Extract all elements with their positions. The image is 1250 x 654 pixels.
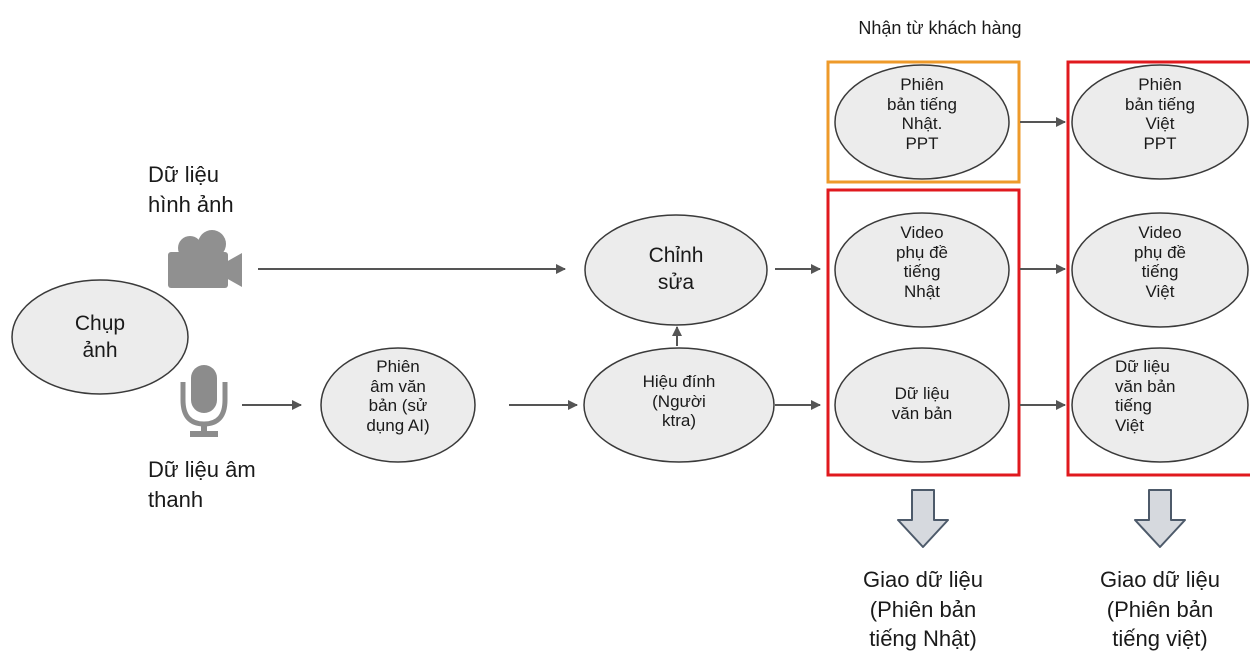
vn-delivery-label: Giao dữ liệu (Phiên bản tiếng việt) <box>1100 567 1220 652</box>
vn-video-label: Video phụ đề tiếng Việt <box>1134 223 1186 302</box>
vn-ppt-node <box>1071 64 1249 180</box>
vn-ppt-label: Phiên bản tiếng Việt PPT <box>1125 75 1195 154</box>
editing-node <box>584 214 768 326</box>
editing-label: Chỉnh sửa <box>648 244 704 295</box>
vietnamese-delivery-box <box>1066 60 1250 477</box>
transcription-node <box>320 347 476 463</box>
jp-delivery-label: Giao dữ liệu (Phiên bản tiếng Nhật) <box>863 567 983 652</box>
capture-label: Chụp ảnh <box>74 312 126 363</box>
proofreading-node <box>583 347 775 463</box>
vn-video-node <box>1071 212 1249 328</box>
capture-node <box>11 279 189 395</box>
jp-video-label: Video phụ đề tiếng Nhật <box>896 223 948 302</box>
vn-text-node <box>1071 347 1249 463</box>
jp-ppt-label: Phiên bản tiếng Nhật. PPT <box>887 75 957 154</box>
microphone-icon <box>180 365 228 437</box>
image-data-label: Dữ liệu hình ảnh <box>148 162 234 217</box>
video-camera-icon <box>168 230 242 288</box>
transcription-label: Phiên âm văn bản (sử dụng AI) <box>366 357 430 436</box>
customer-input-box <box>826 60 1021 184</box>
down-arrow-icon <box>897 489 949 548</box>
japanese-delivery-box <box>826 188 1021 477</box>
customer-label: Nhận từ khách hàng <box>858 18 1022 38</box>
jp-text-node <box>834 347 1010 463</box>
jp-ppt-node <box>834 64 1010 180</box>
proofreading-label: Hiệu đính (Người ktra) <box>642 372 716 431</box>
jp-text-label: Dữ liệu văn bản <box>891 384 953 423</box>
jp-video-node <box>834 212 1010 328</box>
down-arrow-icon <box>1134 489 1186 548</box>
audio-data-label: Dữ liệu âm thanh <box>148 457 256 512</box>
vn-text-label: Dữ liệu văn bản tiếng Việt <box>1115 357 1176 436</box>
